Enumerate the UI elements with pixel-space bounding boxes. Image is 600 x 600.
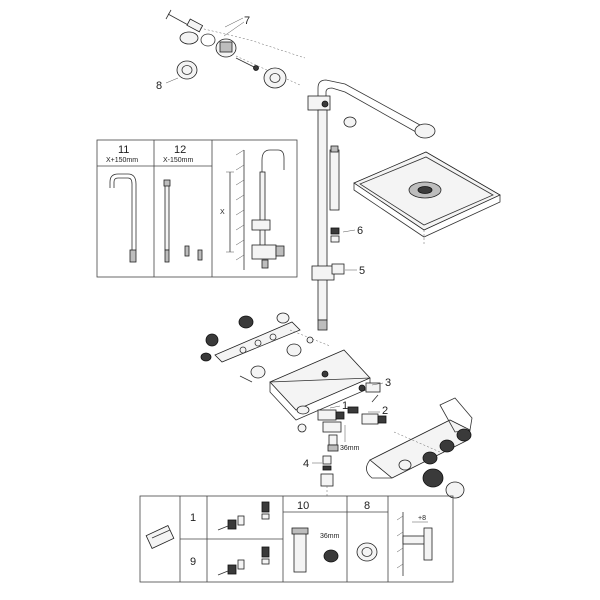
panel-x-dimension-label: X bbox=[220, 209, 225, 216]
bottom-parts-table: 1 9 10 36mm 8 +8 bbox=[139, 495, 454, 583]
table-col10-dimension: 36mm bbox=[320, 533, 340, 540]
callout-7: 7 bbox=[244, 15, 250, 27]
callout-6: 6 bbox=[357, 225, 363, 237]
callout-8: 8 bbox=[156, 80, 162, 92]
wall-bracket-group bbox=[165, 9, 306, 89]
dimension-36mm-label: 36mm bbox=[340, 445, 360, 452]
table-col8-number: 8 bbox=[364, 500, 370, 512]
panel-col11-dimension: X+150mm bbox=[106, 157, 138, 164]
thermostat-body-group: 36mm bbox=[200, 312, 387, 498]
panel-col11-number: 11 bbox=[118, 144, 129, 156]
table-row2-number: 9 bbox=[190, 556, 196, 568]
callout-1: 1 bbox=[342, 400, 348, 412]
shower-column bbox=[307, 79, 501, 331]
callout-2: 2 bbox=[382, 405, 388, 417]
callout-labels: 7 8 6 5 3 2 1 4 bbox=[156, 15, 391, 470]
table-plus8-label: +8 bbox=[418, 515, 426, 522]
pipe-length-detail-panel: 11 X+150mm 12 X-150mm X bbox=[96, 139, 298, 278]
table-col10-number: 10 bbox=[297, 500, 309, 512]
callout-4: 4 bbox=[303, 458, 309, 470]
callout-5: 5 bbox=[359, 265, 365, 277]
panel-col12-number: 12 bbox=[174, 144, 186, 156]
table-row1-number: 1 bbox=[190, 512, 196, 524]
panel-col12-dimension: X-150mm bbox=[163, 157, 194, 164]
bath-spout-group bbox=[366, 397, 473, 499]
callout-3: 3 bbox=[385, 377, 391, 389]
